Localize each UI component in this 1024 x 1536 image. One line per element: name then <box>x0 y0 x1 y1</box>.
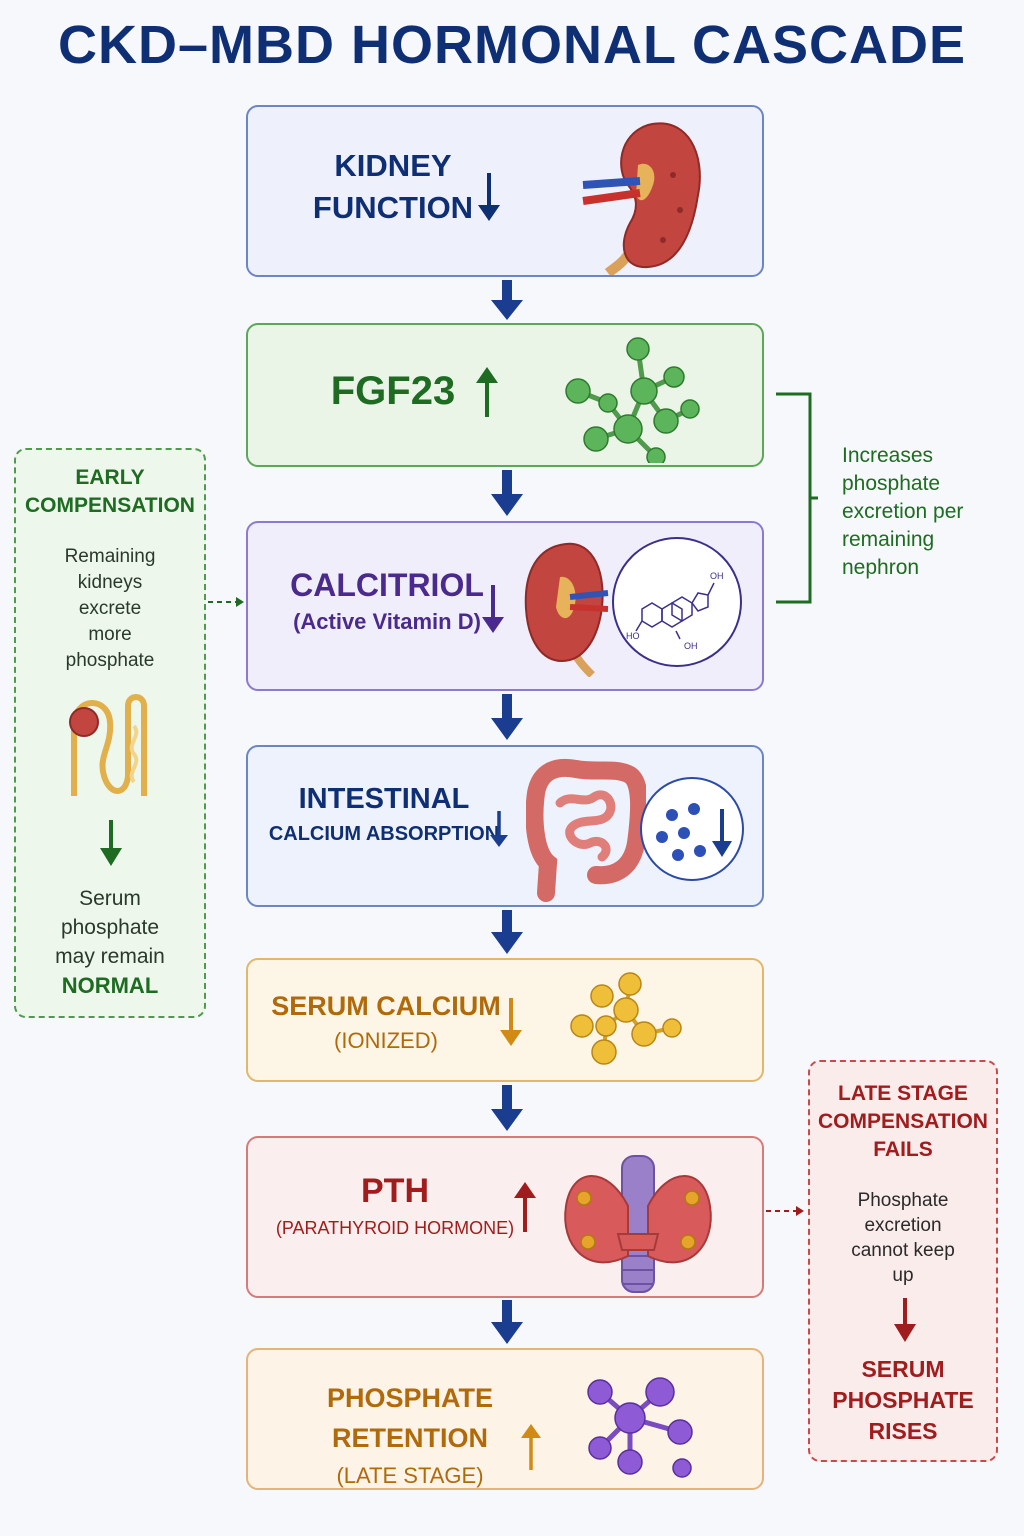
step-phosphate-retention: PHOSPHATE RETENTION (LATE STAGE) <box>246 1348 764 1490</box>
step-kidney-line2: FUNCTION <box>312 190 474 225</box>
bracket-note-line: excretion per <box>842 500 964 523</box>
step-kidney-function: KIDNEY FUNCTION <box>246 105 764 277</box>
early-heading-line: EARLY <box>75 466 145 489</box>
flow-arrow-6 <box>491 1300 523 1344</box>
step-pth-line1: PTH <box>361 1172 429 1210</box>
late-body-line: cannot keep <box>851 1240 955 1261</box>
step-fgf23: FGF23 <box>246 323 764 467</box>
arrow-up-icon <box>476 367 498 417</box>
late-body-line: up <box>892 1265 914 1286</box>
arrow-down-icon <box>490 811 508 847</box>
small-kidney-icon <box>524 542 609 677</box>
ho-left-label: HO <box>626 631 640 641</box>
oh-top-label: OH <box>710 571 724 581</box>
phosphate-molecule-icon <box>587 1377 693 1478</box>
parathyroid-gland-icon <box>564 1155 712 1293</box>
late-heading-line: COMPENSATION <box>818 1110 988 1133</box>
bracket-note-line: nephron <box>842 556 920 579</box>
late-body-line: excretion <box>864 1215 942 1236</box>
early-body-line: more <box>88 624 132 645</box>
late-result-line: RISES <box>868 1418 938 1444</box>
step-intestinal-line1: INTESTINAL <box>298 783 470 815</box>
bracket-note: Increases phosphate excretion per remain… <box>842 442 1022 582</box>
early-dashed-connector <box>208 597 244 607</box>
arrow-up-icon <box>514 1182 536 1232</box>
early-result-emphasis: NORMAL <box>61 973 159 998</box>
early-result-line: phosphate <box>60 916 160 939</box>
late-result-line: PHOSPHATE <box>832 1387 974 1413</box>
step-serum-calcium-line2: (IONIZED) <box>334 1028 438 1053</box>
step-serum-calcium-line1: SERUM CALCIUM <box>271 991 501 1021</box>
bracket-note-line: remaining <box>842 528 935 551</box>
step-pth-line2: (PARATHYROID HORMONE) <box>275 1218 515 1238</box>
early-body-line: kidneys <box>77 572 143 593</box>
bracket-connector <box>776 392 818 604</box>
vitamin-d-structure-icon: OH HO OH <box>612 537 742 667</box>
early-heading-line: COMPENSATION <box>25 494 195 517</box>
step-fgf23-label: FGF23 <box>330 369 456 413</box>
early-result-line: Serum <box>79 887 141 910</box>
flow-arrow-5 <box>491 1085 523 1131</box>
early-body-line: Remaining <box>64 546 156 567</box>
arrow-down-icon <box>894 1298 916 1342</box>
late-stage-panel: LATE STAGE COMPENSATION FAILS Phosphate … <box>808 1060 998 1462</box>
calcium-ions-icon <box>570 972 682 1065</box>
arrow-down-icon <box>500 998 522 1046</box>
early-result-line: may remain <box>55 945 165 968</box>
flow-arrow-1 <box>491 280 523 320</box>
molecule-cluster-icon <box>565 337 700 463</box>
early-body-line: phosphate <box>65 650 155 671</box>
step-kidney-line1: KIDNEY <box>334 148 452 183</box>
arrow-down-icon <box>482 585 504 633</box>
arrow-down-icon <box>478 173 500 221</box>
oh-bottom-label: OH <box>684 641 698 651</box>
late-heading-line: FAILS <box>873 1138 933 1161</box>
step-serum-calcium: SERUM CALCIUM (IONIZED) <box>246 958 764 1082</box>
step-calcitriol-line2: (Active Vitamin D) <box>293 609 481 634</box>
nephron-icon <box>69 694 147 796</box>
late-result-line: SERUM <box>861 1356 945 1382</box>
step-calcitriol-line1: CALCITRIOL <box>290 567 484 603</box>
flow-arrow-4 <box>491 910 523 954</box>
early-body-line: excrete <box>78 598 142 619</box>
bracket-note-line: Increases <box>842 444 934 467</box>
late-dashed-connector <box>766 1206 804 1216</box>
flow-arrow-3 <box>491 694 523 740</box>
step-intestinal-absorption: INTESTINAL CALCIUM ABSORPTION <box>246 745 764 907</box>
late-heading-line: LATE STAGE <box>838 1082 968 1105</box>
kidney-icon <box>582 122 701 275</box>
step-phosphate-line2: (LATE STAGE) <box>336 1463 484 1488</box>
page-title: CKD–MBD HORMONAL CASCADE <box>57 15 966 75</box>
arrow-up-icon <box>521 1424 541 1470</box>
late-body-line: Phosphate <box>857 1190 949 1211</box>
intestine-icon <box>526 758 646 902</box>
flow-arrow-2 <box>491 470 523 516</box>
step-pth: PTH (PARATHYROID HORMONE) <box>246 1136 764 1298</box>
step-phosphate-line1: PHOSPHATE RETENTION <box>326 1383 494 1453</box>
step-intestinal-line2: CALCIUM ABSORPTION <box>268 823 500 845</box>
bracket-note-line: phosphate <box>842 472 941 495</box>
early-compensation-panel: EARLY COMPENSATION Remaining kidneys exc… <box>14 448 206 1018</box>
arrow-down-icon <box>100 820 122 866</box>
step-calcitriol: CALCITRIOL (Active Vitamin D) OH HO OH <box>246 521 764 691</box>
calcium-absorption-circle-icon <box>640 777 744 881</box>
